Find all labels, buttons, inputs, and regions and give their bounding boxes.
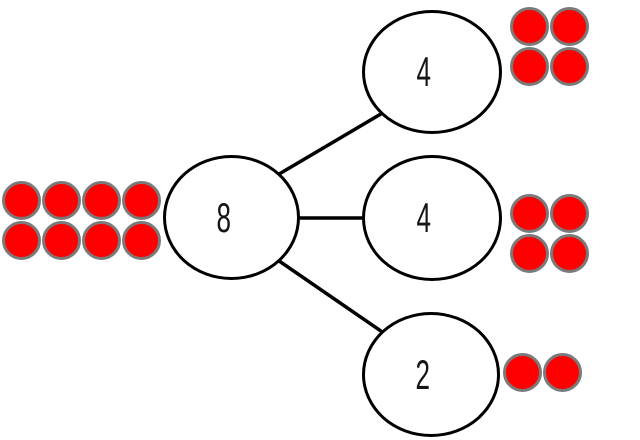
- part-circle-middle: 4: [362, 155, 502, 281]
- counter-dot: [42, 181, 81, 220]
- part-value-bottom: 2: [415, 350, 431, 398]
- counter-dot: [82, 221, 121, 260]
- counter-dot: [510, 7, 549, 46]
- whole-circle: 8: [163, 155, 300, 280]
- part-counter-array-top: [510, 7, 589, 86]
- counter-dot: [550, 47, 589, 86]
- part-counter-array-bottom: [503, 353, 582, 392]
- counter-dot: [510, 194, 549, 233]
- counter-dot: [122, 181, 161, 220]
- counter-dot: [550, 234, 589, 273]
- part-circle-bottom: 2: [362, 312, 500, 437]
- connector-line-top: [267, 106, 393, 182]
- whole-counter-array: [2, 181, 161, 260]
- counter-dot: [2, 221, 41, 260]
- part-value-top: 4: [416, 48, 432, 95]
- counter-dot: [42, 221, 81, 260]
- part-counter-array-middle: [510, 194, 589, 273]
- counter-dot: [2, 181, 41, 220]
- counter-dot: [550, 194, 589, 233]
- whole-value: 8: [216, 193, 231, 241]
- counter-dot: [122, 221, 161, 260]
- counter-dot: [510, 234, 549, 273]
- counter-dot: [550, 7, 589, 46]
- part-circle-top: 4: [362, 10, 502, 134]
- counter-dot: [503, 353, 542, 392]
- part-value-middle: 4: [416, 194, 432, 241]
- counter-dot: [543, 353, 582, 392]
- counter-dot: [510, 47, 549, 86]
- connector-line-bottom: [267, 252, 393, 340]
- counter-dot: [82, 181, 121, 220]
